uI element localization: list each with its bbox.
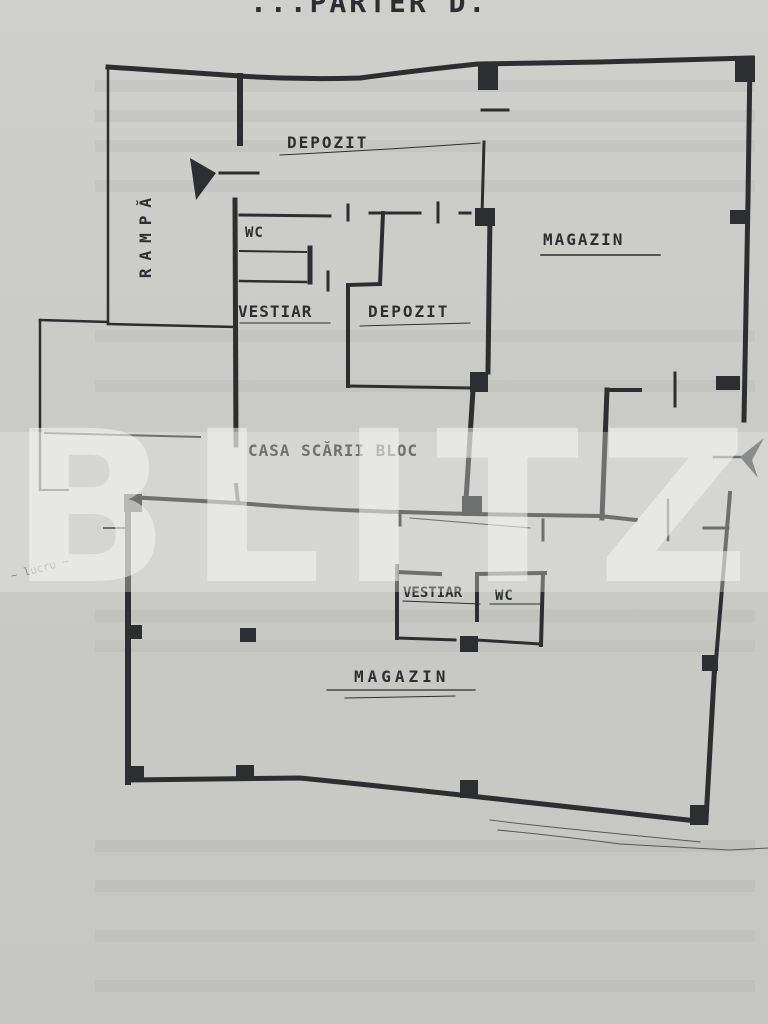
faded-text-line [95, 140, 755, 152]
faded-text-line [95, 930, 755, 942]
faded-text-line [95, 840, 755, 852]
faded-text-line [95, 110, 755, 122]
faded-text-line [95, 980, 755, 992]
room-label-depozit-top: DEPOZIT [287, 133, 369, 152]
faded-text-line [95, 640, 755, 652]
room-label-wc-top: WC [245, 225, 264, 241]
document-title-fragment: ...PARTER D. [250, 0, 489, 19]
room-label-vestiar-bottom: VESTIAR [403, 585, 463, 601]
faded-text-line [95, 610, 755, 622]
room-label-depozit-mid: DEPOZIT [368, 302, 450, 321]
room-label-vestiar-top: VESTIAR [238, 302, 313, 321]
faded-text-line [95, 330, 755, 342]
ramp-arrow-icon [190, 158, 216, 200]
faded-text-line [95, 180, 755, 192]
room-label-magazin-bottom: MAGAZIN [354, 667, 450, 686]
faded-text-line [95, 80, 755, 92]
room-label-casa-scarii: CASA SCĂRII BLOC [248, 441, 419, 460]
room-label-magazin-top: MAGAZIN [543, 230, 625, 249]
room-label-wc-bottom: WC [495, 588, 514, 604]
faded-text-line [95, 880, 755, 892]
room-label-rampa: RAMPĂ [136, 190, 155, 279]
